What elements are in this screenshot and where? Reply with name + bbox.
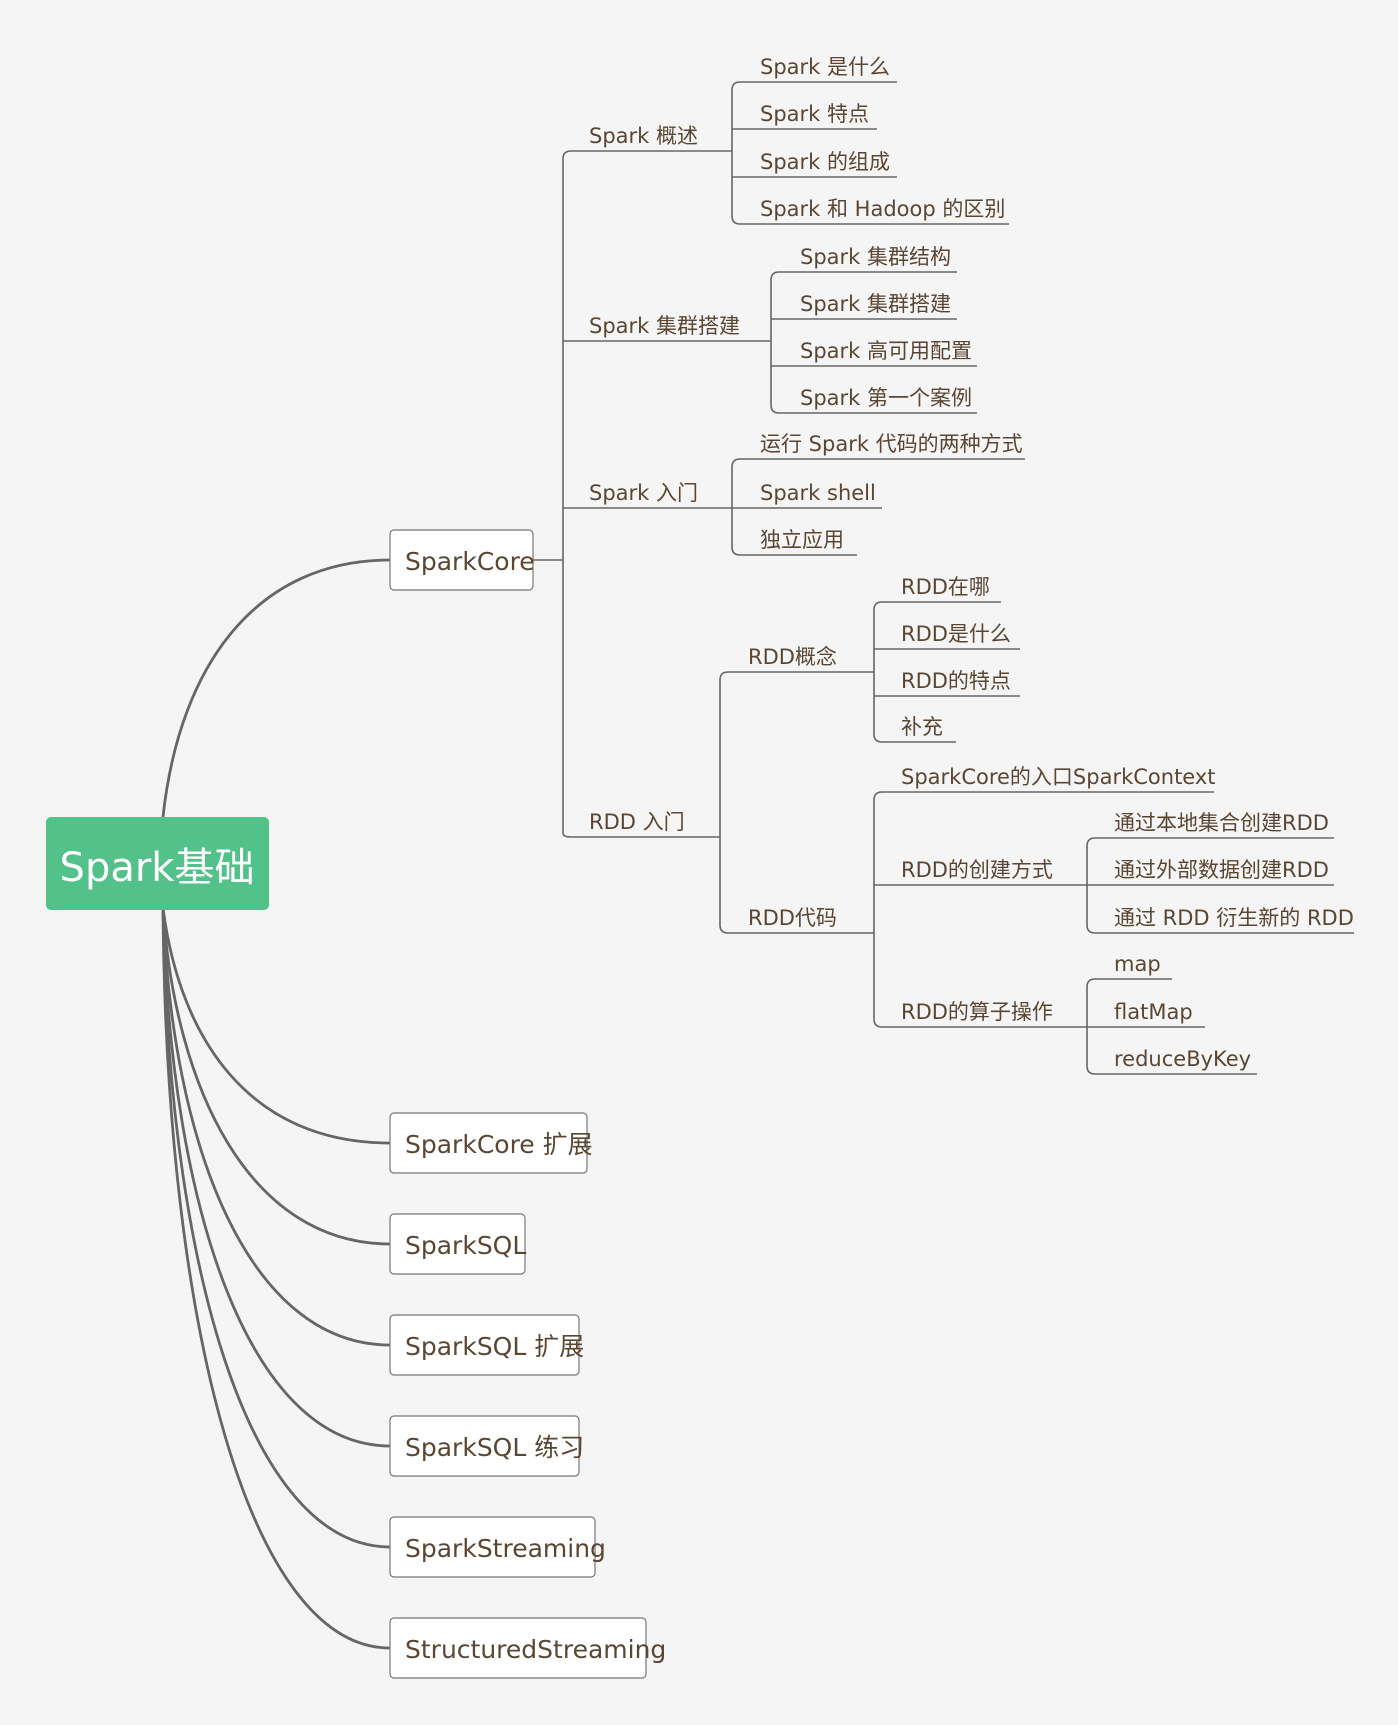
node-sparkcore-label: SparkCore: [405, 547, 535, 576]
node-cluster-first-case[interactable]: Spark 第一个案例: [800, 386, 972, 410]
root-connectors: [161, 558, 391, 1650]
node-rdd-where[interactable]: RDD在哪: [901, 575, 990, 599]
node-sparksql-practice-label: SparkSQL 练习: [405, 1433, 584, 1462]
node-overview[interactable]: Spark 概述: [589, 124, 698, 148]
node-overview-components[interactable]: Spark 的组成: [760, 150, 890, 174]
connector-sparksql-ext: [161, 907, 391, 1347]
node-rdd-create[interactable]: RDD的创建方式: [901, 858, 1053, 882]
connector-sparksql: [161, 907, 391, 1246]
node-rdd-create-derive[interactable]: 通过 RDD 衍生新的 RDD: [1114, 906, 1354, 930]
node-intro-standalone[interactable]: 独立应用: [760, 528, 844, 552]
node-rdd-entry[interactable]: SparkCore的入口SparkContext: [901, 765, 1216, 789]
node-rdd-supplement[interactable]: 补充: [901, 715, 943, 739]
connector-sparkstreaming: [161, 907, 391, 1549]
connector-structuredstreaming: [161, 907, 391, 1650]
root-node[interactable]: Spark基础: [46, 817, 269, 910]
node-rdd-code[interactable]: RDD代码: [748, 906, 837, 930]
node-rdd-concept[interactable]: RDD概念: [748, 645, 837, 669]
node-sparksql-ext[interactable]: SparkSQL 扩展: [389, 1314, 584, 1376]
node-cluster-structure[interactable]: Spark 集群结构: [800, 245, 951, 269]
node-sparksql[interactable]: SparkSQL: [389, 1213, 526, 1275]
node-sparksql-practice[interactable]: SparkSQL 练习: [389, 1415, 584, 1477]
node-cluster-ha[interactable]: Spark 高可用配置: [800, 339, 972, 363]
node-sparkcore-ext-label: SparkCore 扩展: [405, 1130, 593, 1159]
node-rdd-create-external[interactable]: 通过外部数据创建RDD: [1114, 858, 1329, 882]
node-structuredstreaming[interactable]: StructuredStreaming: [389, 1617, 666, 1679]
node-rdd-what[interactable]: RDD是什么: [901, 622, 1011, 646]
node-sparksql-label: SparkSQL: [405, 1231, 526, 1260]
node-sparkstreaming-label: SparkStreaming: [405, 1534, 606, 1563]
node-intro-two-ways[interactable]: 运行 Spark 代码的两种方式: [760, 432, 1023, 456]
root-label: Spark基础: [60, 845, 255, 891]
node-structuredstreaming-label: StructuredStreaming: [405, 1635, 666, 1664]
node-sparkcore[interactable]: SparkCore: [389, 529, 535, 591]
node-rdd-features[interactable]: RDD的特点: [901, 669, 1011, 693]
node-overview-vs-hadoop[interactable]: Spark 和 Hadoop 的区别: [760, 197, 1005, 221]
node-rdd-create-local[interactable]: 通过本地集合创建RDD: [1114, 811, 1329, 835]
node-op-map[interactable]: map: [1114, 952, 1161, 976]
node-intro-shell[interactable]: Spark shell: [760, 481, 876, 505]
node-cluster[interactable]: Spark 集群搭建: [589, 314, 740, 338]
connector-sparkcore: [161, 558, 391, 818]
node-rdd-intro[interactable]: RDD 入门: [589, 810, 685, 834]
node-op-reducebykey[interactable]: reduceByKey: [1114, 1047, 1251, 1071]
node-op-flatmap[interactable]: flatMap: [1114, 1000, 1193, 1024]
connector-sparkcore-ext: [161, 907, 391, 1145]
node-overview-what[interactable]: Spark 是什么: [760, 55, 890, 79]
node-intro[interactable]: Spark 入门: [589, 481, 698, 505]
node-sparkcore-ext[interactable]: SparkCore 扩展: [389, 1112, 593, 1174]
connector-sparksql-practice: [161, 907, 391, 1448]
node-sparksql-ext-label: SparkSQL 扩展: [405, 1332, 584, 1361]
node-sparkstreaming[interactable]: SparkStreaming: [389, 1516, 606, 1578]
node-cluster-setup[interactable]: Spark 集群搭建: [800, 292, 951, 316]
sparkcore-connectors: [533, 81, 1354, 1075]
node-rdd-ops[interactable]: RDD的算子操作: [901, 1000, 1053, 1024]
node-overview-features[interactable]: Spark 特点: [760, 102, 869, 126]
